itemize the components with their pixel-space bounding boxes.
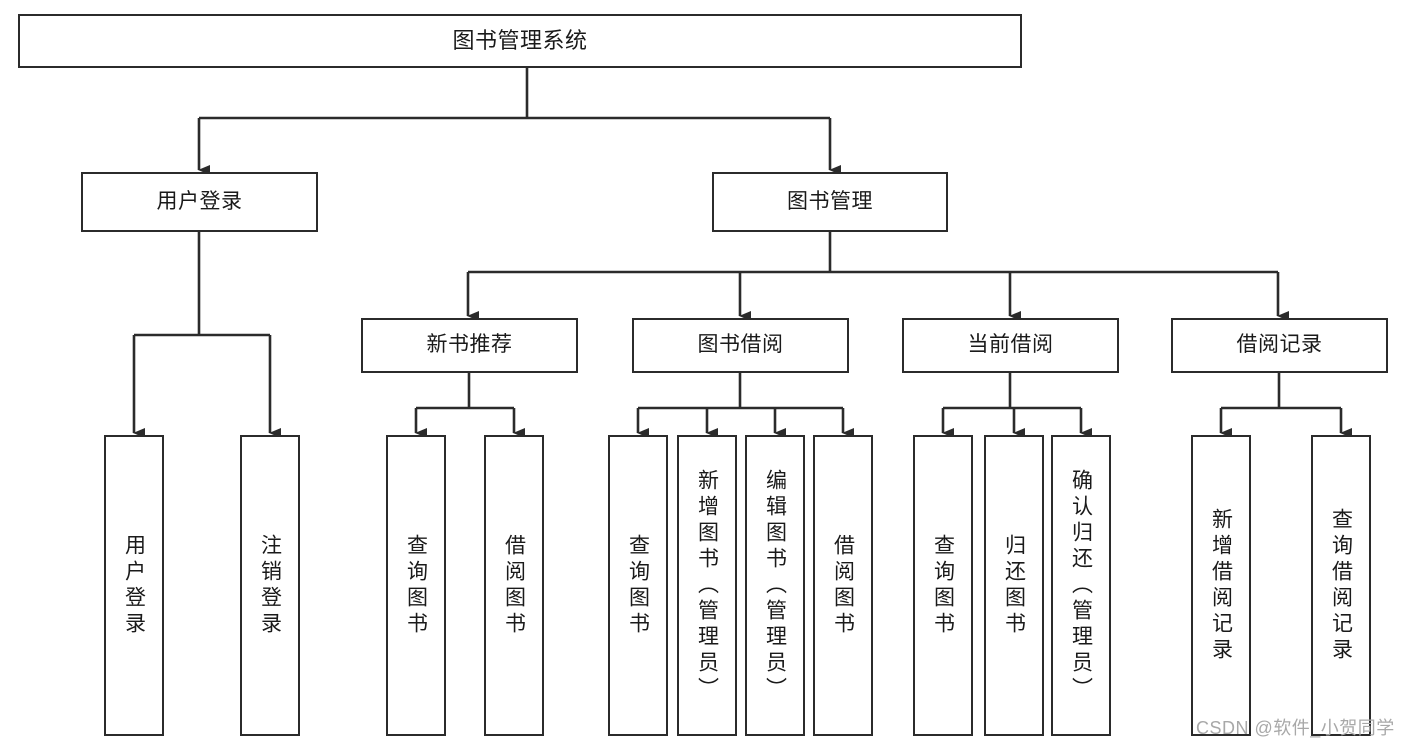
node-level3-2-label: 当前借阅 <box>967 333 1054 357</box>
node-leaf-7-label: 借阅图书 <box>831 533 855 638</box>
node-leaf-0[interactable]: 用户登录 <box>104 435 164 736</box>
node-leaf-3[interactable]: 借阅图书 <box>484 435 544 736</box>
node-leaf-6-label: 编辑图书（管理员） <box>763 468 787 703</box>
node-level2-1-label: 图书管理 <box>787 189 873 213</box>
node-level3-1[interactable]: 图书借阅 <box>632 318 849 373</box>
node-leaf-9[interactable]: 归还图书 <box>984 435 1044 736</box>
node-level3-0-label: 新书推荐 <box>426 333 513 357</box>
node-level3-2[interactable]: 当前借阅 <box>902 318 1119 373</box>
node-level2-1[interactable]: 图书管理 <box>712 172 948 232</box>
node-leaf-0-label: 用户登录 <box>122 533 146 638</box>
node-leaf-8-label: 查询图书 <box>931 533 955 638</box>
node-leaf-5[interactable]: 新增图书（管理员） <box>677 435 737 736</box>
node-level2-0[interactable]: 用户登录 <box>81 172 318 232</box>
node-root-label: 图书管理系统 <box>452 28 588 54</box>
node-root[interactable]: 图书管理系统 <box>18 14 1022 68</box>
node-leaf-7[interactable]: 借阅图书 <box>813 435 873 736</box>
node-leaf-10-label: 确认归还（管理员） <box>1069 468 1093 703</box>
node-level2-0-label: 用户登录 <box>156 189 243 213</box>
node-leaf-4-label: 查询图书 <box>626 533 650 638</box>
node-leaf-4[interactable]: 查询图书 <box>608 435 668 736</box>
node-level3-1-label: 图书借阅 <box>697 333 784 357</box>
node-leaf-8[interactable]: 查询图书 <box>913 435 973 736</box>
node-leaf-12-label: 查询借阅记录 <box>1329 507 1353 664</box>
node-level3-3[interactable]: 借阅记录 <box>1171 318 1388 373</box>
connector-lines <box>132 68 1352 438</box>
node-leaf-9-label: 归还图书 <box>1002 533 1026 638</box>
node-leaf-3-label: 借阅图书 <box>502 533 526 638</box>
node-leaf-6[interactable]: 编辑图书（管理员） <box>745 435 805 736</box>
node-leaf-1[interactable]: 注销登录 <box>240 435 300 736</box>
node-leaf-12[interactable]: 查询借阅记录 <box>1311 435 1371 736</box>
node-level3-0[interactable]: 新书推荐 <box>361 318 578 373</box>
node-leaf-10[interactable]: 确认归还（管理员） <box>1051 435 1111 736</box>
node-leaf-5-label: 新增图书（管理员） <box>695 468 719 703</box>
node-leaf-11-label: 新增借阅记录 <box>1209 507 1233 664</box>
node-leaf-1-label: 注销登录 <box>258 533 282 638</box>
node-leaf-2[interactable]: 查询图书 <box>386 435 446 736</box>
node-level3-3-label: 借阅记录 <box>1236 333 1323 357</box>
node-leaf-11[interactable]: 新增借阅记录 <box>1191 435 1251 736</box>
node-leaf-2-label: 查询图书 <box>404 533 428 638</box>
